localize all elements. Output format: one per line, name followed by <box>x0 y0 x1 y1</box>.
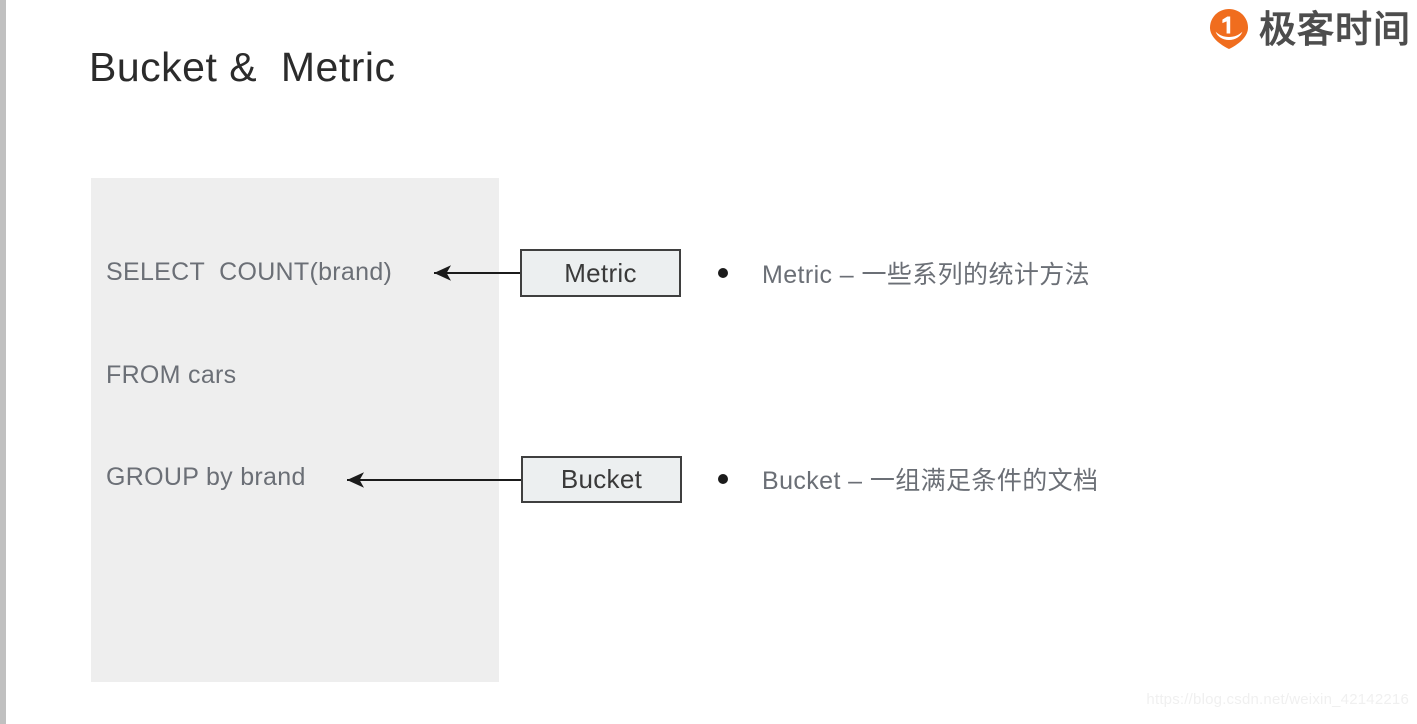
list-item: Metric – 一些系列的统计方法 <box>718 255 1090 291</box>
callout-box-bucket[interactable]: Bucket <box>521 456 682 503</box>
brand-logo: 极客时间 <box>1208 8 1411 50</box>
callout-label-metric: Metric <box>564 257 637 288</box>
bullet-dot-icon <box>718 268 728 278</box>
sql-code-panel: SELECT COUNT(brand) FROM cars GROUP by b… <box>91 178 499 682</box>
brand-logo-text: 极客时间 <box>1259 7 1411 51</box>
page-edge-strip <box>0 0 6 724</box>
callout-label-bucket: Bucket <box>560 464 643 494</box>
geektime-logo-icon <box>1208 8 1250 50</box>
sql-line-from: FROM cars <box>106 361 237 389</box>
bullet-text-metric: Metric – 一些系列的统计方法 <box>762 261 1091 289</box>
watermark: https://blog.csdn.net/weixin_42142216 <box>1146 691 1409 708</box>
list-item: Bucket – 一组满足条件的文档 <box>718 461 1098 497</box>
bullet-text-bucket: Bucket – 一组满足条件的文档 <box>762 467 1099 495</box>
page-title: Bucket & Metric <box>89 44 396 90</box>
bullet-dot-icon <box>718 474 728 484</box>
sql-line-groupby: GROUP by brand <box>106 463 306 491</box>
sql-line-select: SELECT COUNT(brand) <box>106 258 393 286</box>
callout-box-metric[interactable]: Metric <box>520 249 681 297</box>
